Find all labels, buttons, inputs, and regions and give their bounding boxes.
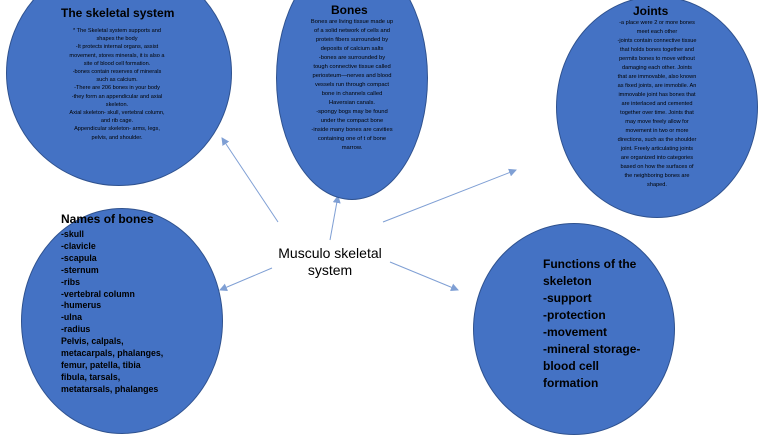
skeletal-system-line: pelvis, and shoulder.	[91, 134, 143, 141]
arrow-to-names-of-bones	[219, 267, 273, 291]
bones-line: marrow.	[341, 145, 363, 151]
names-of-bones-line: -sternum	[61, 264, 99, 275]
joints-line: may move freely allow for	[625, 119, 689, 125]
skeletal-system-line: Axial skeleton- skull, vertebral column,	[69, 110, 165, 117]
names-of-bones-line: -ribs	[61, 276, 81, 287]
skeletal-system-line: such as calcium.	[96, 77, 138, 84]
center-topic-label: Musculo skeletal system	[262, 245, 398, 279]
bones-line: -inside many bones are cavities	[311, 127, 393, 133]
names-of-bones-line: fibula, tarsals,	[61, 371, 121, 382]
skeletal-system-line: movement, stores minerals, it is also a	[69, 52, 165, 59]
skeletal-system-line: shapes the body	[96, 36, 138, 43]
bones-line: containing one of t of bone	[317, 136, 387, 142]
joints-line: damaging each other. Joints	[622, 65, 692, 71]
center-label-line-1: Musculo skeletal	[278, 245, 382, 261]
functions-line: blood cell	[543, 359, 600, 373]
bones-line: bone in channels called	[321, 91, 383, 97]
joints-line: -joints contain connective tissue	[617, 38, 697, 44]
skeletal-system-line: * The Skeletal system supports and	[73, 28, 161, 34]
functions-line: -mineral storage-	[543, 342, 641, 356]
joints-line: are interlaced and cemented	[621, 101, 693, 107]
functions-line: -movement	[543, 325, 608, 339]
bones-line: -spongy bogs may be found	[316, 109, 388, 115]
bones-line: vessels run through compact	[314, 82, 390, 88]
joints-title: Joints	[633, 4, 669, 18]
joints-line: the neighboring bones are	[624, 173, 690, 179]
functions-circle	[473, 223, 675, 435]
joints-line: movement in two or more	[625, 128, 689, 134]
joints-line: as fixed joints, are immobile. An	[617, 83, 697, 89]
joints-line: immovable joint has bones that	[618, 92, 696, 98]
bones-title: Bones	[331, 3, 368, 17]
joints-line: meet each other	[636, 29, 678, 35]
joints-text: -a place were 2 or more bones meet each o…	[562, 19, 752, 190]
arrow-to-joints	[382, 168, 517, 223]
names-of-bones-line: femur, patella, tibia	[61, 359, 141, 370]
bones-line: periosteum—nerves and blood	[312, 73, 392, 79]
joints-line: permits bones to move without	[619, 56, 695, 62]
skeletal-system-line: and rib cage.	[100, 118, 134, 125]
bones-line: Bones are living tissue made up	[310, 19, 394, 25]
joints-line: -a place were 2 or more bones	[619, 20, 695, 26]
bones-line: Haversian canals.	[328, 100, 376, 106]
joints-line: directions, such as the shoulder	[617, 137, 697, 143]
names-of-bones-line: -scapula	[61, 252, 97, 263]
joints-line: are organized into categories	[620, 155, 694, 161]
names-of-bones-line: metatarsals, phalanges	[61, 383, 159, 394]
skeletal-system-circle	[6, 0, 232, 186]
arrow-to-bones	[329, 195, 341, 241]
arrow-to-skeletal-system	[221, 137, 279, 223]
joints-line: shaped.	[647, 182, 667, 188]
skeletal-system-line: -There are 206 bones in your body	[74, 85, 160, 92]
functions-line: -protection	[543, 308, 606, 322]
functions-line: -support	[543, 291, 592, 305]
joints-line: joint. Freely articulating joints	[620, 146, 694, 152]
bones-line: deposits of calcium salts	[320, 46, 384, 52]
names-of-bones-line: metacarpals, phalanges,	[61, 348, 164, 359]
names-of-bones-circle	[21, 208, 223, 434]
bones-line: tough connective tissue called	[313, 64, 391, 70]
skeletal-system-line: -they form an appendicular and axial	[71, 93, 163, 100]
functions-line: formation	[543, 376, 599, 390]
skeletal-system-line: Appendicular skeleton- arms, legs,	[74, 126, 160, 133]
arrow-to-functions	[389, 261, 459, 292]
skeletal-system-text: * The Skeletal system supports and shapes…	[14, 27, 220, 142]
functions-line: skeleton	[543, 274, 592, 288]
skeletal-system-line: -It protects internal organs, assist	[75, 44, 159, 51]
bones-line: under the compact bone	[320, 118, 384, 124]
joints-line: together over time. Joints that	[620, 110, 694, 116]
skeletal-system-line: -bones contain reserves of minerals	[72, 69, 162, 76]
bones-line: protein fibers surrounded by	[315, 37, 389, 43]
names-of-bones-line: -ulna	[61, 312, 83, 323]
functions-text: Functions of the skeleton -support -protect…	[543, 256, 640, 392]
names-of-bones-line: -skull	[61, 229, 84, 239]
joints-line: based on how the surfaces of	[620, 164, 694, 170]
names-of-bones-line: Pelvis, calpals,	[61, 336, 124, 347]
center-label-line-2: system	[307, 262, 353, 278]
skeletal-system-title: The skeletal system	[61, 6, 175, 20]
skeletal-system-line: skeleton.	[105, 101, 129, 108]
bones-line: of a solid network of cells and	[313, 28, 391, 34]
skeletal-system-line: site of blood cell formation.	[83, 60, 151, 67]
joints-circle	[556, 0, 758, 218]
names-of-bones-list: -skull-clavicle-scapula-sternum-ribs-ver…	[61, 229, 163, 396]
bones-text: Bones are living tissue made up of a soli…	[284, 18, 420, 153]
bones-circle	[276, 0, 428, 200]
names-of-bones-title: Names of bones	[61, 212, 154, 226]
joints-line: that are immovable, also known	[617, 74, 697, 80]
names-of-bones-line: -clavicle	[61, 240, 96, 251]
bones-line: -bones are surrounded by	[318, 55, 386, 61]
functions-line: Functions of the	[543, 257, 637, 271]
names-of-bones-line: -radius	[61, 324, 91, 335]
names-of-bones-line: -humerus	[61, 300, 102, 311]
names-of-bones-line: -vertebral column	[61, 288, 135, 299]
joints-line: that holds bones together and	[619, 47, 695, 53]
